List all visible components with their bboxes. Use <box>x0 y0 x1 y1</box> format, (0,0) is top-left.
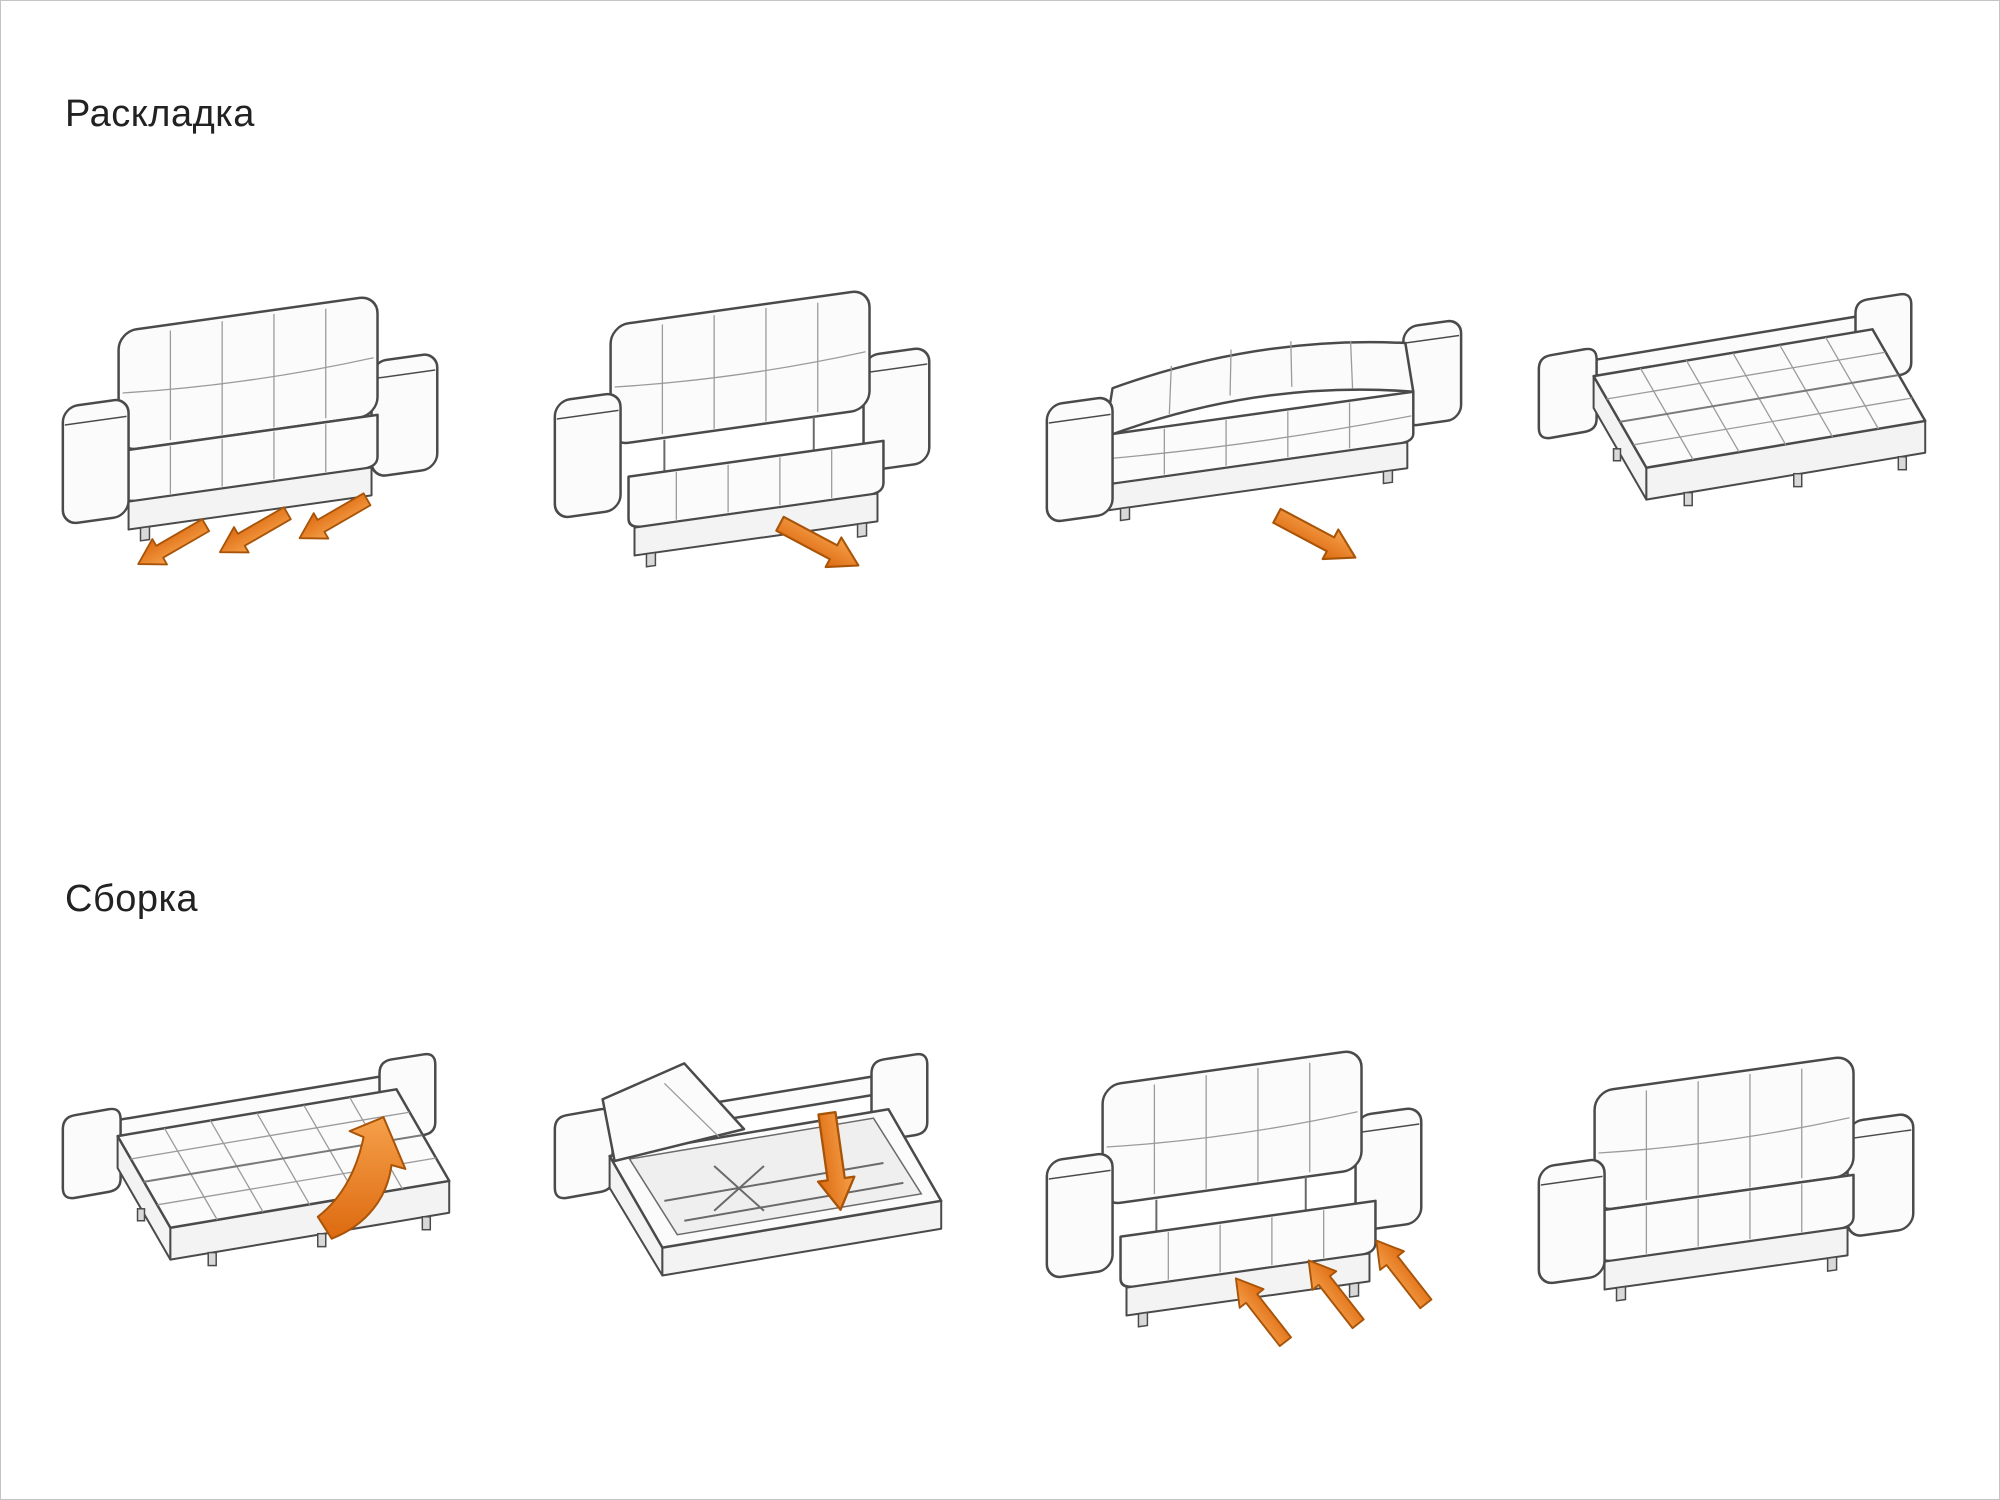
unfold-step-4-figure <box>1492 202 1984 600</box>
sofa-push-seat-in-illustration <box>1045 1039 1439 1352</box>
sofa-backrest-unfolding-illustration <box>1045 316 1463 574</box>
frame-folding-down-illustration <box>553 1052 943 1277</box>
fold-step-1-figure <box>16 962 508 1360</box>
pull-out-arrow-icon <box>1268 499 1365 574</box>
unfold-step-1-figure <box>16 202 508 600</box>
fold-step-3-figure <box>1000 962 1492 1360</box>
sofa-seat-pulled-out-illustration <box>553 279 931 582</box>
folding-steps-row <box>16 931 1984 1391</box>
bed-lift-edge-illustration <box>61 1052 451 1267</box>
fold-step-4-figure <box>1492 962 1984 1360</box>
bed-fully-unfolded-illustration <box>1537 292 1927 507</box>
unfold-step-2-figure <box>508 202 1000 600</box>
unfold-step-3-figure <box>1000 202 1492 600</box>
sofa-closed-illustration <box>1537 1045 1915 1313</box>
curved-lift-arrow-icon <box>316 1116 407 1240</box>
section-title-unfolding: Раскладка <box>65 92 255 135</box>
section-title-folding: Сборка <box>65 877 199 920</box>
unfolding-steps-row <box>16 171 1984 631</box>
fold-step-2-figure <box>508 962 1000 1360</box>
sofa-closed-illustration <box>61 285 439 578</box>
